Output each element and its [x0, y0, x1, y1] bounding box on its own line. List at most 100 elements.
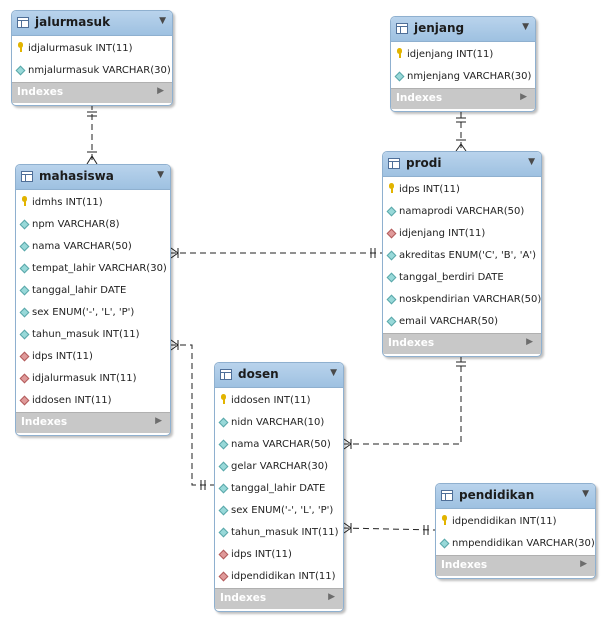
table-dosen[interactable]: dosen ▼ iddosen INT(11) nidn VARCHAR(10)… [214, 362, 344, 612]
column-row[interactable]: nmjenjang VARCHAR(30) [391, 66, 535, 88]
column-icon [19, 219, 30, 230]
expand-arrow-icon[interactable]: ▶ [157, 86, 164, 96]
column-row[interactable]: idps INT(11) [16, 346, 170, 368]
column-icon [386, 250, 397, 261]
column-row[interactable]: nama VARCHAR(50) [16, 236, 170, 258]
table-mahasiswa[interactable]: mahasiswa ▼ idmhs INT(11) npm VARCHAR(8)… [15, 164, 171, 436]
column-icon [386, 316, 397, 327]
column-label: idps INT(11) [231, 549, 292, 560]
collapse-arrow-icon[interactable]: ▼ [330, 368, 337, 378]
column-row[interactable]: gelar VARCHAR(30) [215, 456, 343, 478]
table-pendidikan[interactable]: pendidikan ▼ idpendidikan INT(11) nmpend… [435, 483, 596, 579]
column-row[interactable]: idmhs INT(11) [16, 192, 170, 214]
table-header[interactable]: prodi ▼ [383, 152, 541, 177]
column-label: tahun_masuk INT(11) [32, 329, 140, 340]
table-jalurmasuk[interactable]: jalurmasuk ▼ idjalurmasuk INT(11) nmjalu… [11, 10, 173, 106]
indexes-bar[interactable]: Indexes ▶ [391, 88, 535, 109]
table-icon [21, 171, 33, 182]
column-row[interactable]: idjalurmasuk INT(11) [16, 368, 170, 390]
table-prodi[interactable]: prodi ▼ idps INT(11) namaprodi VARCHAR(5… [382, 151, 542, 357]
table-icon [396, 23, 408, 34]
column-row[interactable]: npm VARCHAR(8) [16, 214, 170, 236]
indexes-bar[interactable]: Indexes ▶ [215, 588, 343, 609]
column-icon [218, 505, 229, 516]
column-label: email VARCHAR(50) [399, 316, 499, 327]
collapse-arrow-icon[interactable]: ▼ [159, 16, 166, 26]
table-jenjang[interactable]: jenjang ▼ idjenjang INT(11) nmjenjang VA… [390, 16, 536, 112]
column-row[interactable]: idps INT(11) [383, 179, 541, 201]
column-label: idps INT(11) [32, 351, 93, 362]
collapse-arrow-icon[interactable]: ▼ [157, 170, 164, 180]
primary-key-icon [220, 394, 227, 404]
indexes-label: Indexes [21, 416, 68, 428]
column-row[interactable]: email VARCHAR(50) [383, 311, 541, 333]
column-label: sex ENUM('-', 'L', 'P') [231, 505, 334, 516]
collapse-arrow-icon[interactable]: ▼ [522, 22, 529, 32]
column-row[interactable]: tanggal_berdiri DATE [383, 267, 541, 289]
column-icon [386, 206, 397, 217]
collapse-arrow-icon[interactable]: ▼ [528, 157, 535, 167]
column-row[interactable]: tahun_masuk INT(11) [16, 324, 170, 346]
column-row[interactable]: tempat_lahir VARCHAR(30) [16, 258, 170, 280]
table-header[interactable]: mahasiswa ▼ [16, 165, 170, 190]
rel-mahasiswa-dosen [170, 344, 214, 486]
column-label: idpendidikan INT(11) [231, 571, 336, 582]
collapse-arrow-icon[interactable]: ▼ [582, 489, 589, 499]
table-header[interactable]: jenjang ▼ [391, 17, 535, 42]
column-label: iddosen INT(11) [32, 395, 112, 406]
table-title: dosen [238, 367, 279, 381]
column-row[interactable]: namaprodi VARCHAR(50) [383, 201, 541, 223]
column-icon [439, 538, 450, 549]
table-title: pendidikan [459, 488, 535, 502]
column-row[interactable]: idjenjang INT(11) [391, 44, 535, 66]
table-header[interactable]: jalurmasuk ▼ [12, 11, 172, 36]
expand-arrow-icon[interactable]: ▶ [520, 92, 527, 102]
column-icon [218, 439, 229, 450]
column-row[interactable]: nidn VARCHAR(10) [215, 412, 343, 434]
indexes-label: Indexes [396, 92, 443, 104]
column-row[interactable]: idjenjang INT(11) [383, 223, 541, 245]
column-icon [218, 417, 229, 428]
column-row[interactable]: nmjalurmasuk VARCHAR(30) [12, 60, 172, 82]
column-row[interactable]: iddosen INT(11) [215, 390, 343, 412]
column-icon [394, 71, 405, 82]
expand-arrow-icon[interactable]: ▶ [526, 337, 533, 347]
indexes-bar[interactable]: Indexes ▶ [436, 555, 595, 576]
column-row[interactable]: idps INT(11) [215, 544, 343, 566]
indexes-label: Indexes [441, 559, 488, 571]
column-list: idpendidikan INT(11) nmpendidikan VARCHA… [436, 509, 595, 555]
expand-arrow-icon[interactable]: ▶ [580, 559, 587, 569]
table-title: mahasiswa [39, 169, 114, 183]
column-label: nmpendidikan VARCHAR(30) [452, 538, 595, 549]
column-row[interactable]: sex ENUM('-', 'L', 'P') [16, 302, 170, 324]
table-icon [388, 158, 400, 169]
column-row[interactable]: idjalurmasuk INT(11) [12, 38, 172, 60]
indexes-bar[interactable]: Indexes ▶ [12, 82, 172, 103]
indexes-bar[interactable]: Indexes ▶ [16, 412, 170, 433]
column-row[interactable]: idpendidikan INT(11) [215, 566, 343, 588]
column-row[interactable]: tanggal_lahir DATE [16, 280, 170, 302]
column-row[interactable]: iddosen INT(11) [16, 390, 170, 412]
column-row[interactable]: nmpendidikan VARCHAR(30) [436, 533, 595, 555]
column-icon [386, 272, 397, 283]
expand-arrow-icon[interactable]: ▶ [328, 592, 335, 602]
column-row[interactable]: sex ENUM('-', 'L', 'P') [215, 500, 343, 522]
table-header[interactable]: pendidikan ▼ [436, 484, 595, 509]
column-row[interactable]: tanggal_lahir DATE [215, 478, 343, 500]
column-row[interactable]: noskpendirian VARCHAR(50) [383, 289, 541, 311]
column-icon [218, 527, 229, 538]
column-row[interactable]: akreditas ENUM('C', 'B', 'A') [383, 245, 541, 267]
column-list: idjenjang INT(11) nmjenjang VARCHAR(30) [391, 42, 535, 88]
column-label: idps INT(11) [399, 184, 460, 195]
column-label: nmjalurmasuk VARCHAR(30) [28, 65, 171, 76]
table-title: jalurmasuk [35, 15, 111, 29]
indexes-bar[interactable]: Indexes ▶ [383, 333, 541, 354]
column-row[interactable]: idpendidikan INT(11) [436, 511, 595, 533]
expand-arrow-icon[interactable]: ▶ [155, 416, 162, 426]
table-header[interactable]: dosen ▼ [215, 363, 343, 388]
column-row[interactable]: nama VARCHAR(50) [215, 434, 343, 456]
column-row[interactable]: tahun_masuk INT(11) [215, 522, 343, 544]
column-label: namaprodi VARCHAR(50) [399, 206, 525, 217]
column-label: tanggal_lahir DATE [32, 285, 127, 296]
